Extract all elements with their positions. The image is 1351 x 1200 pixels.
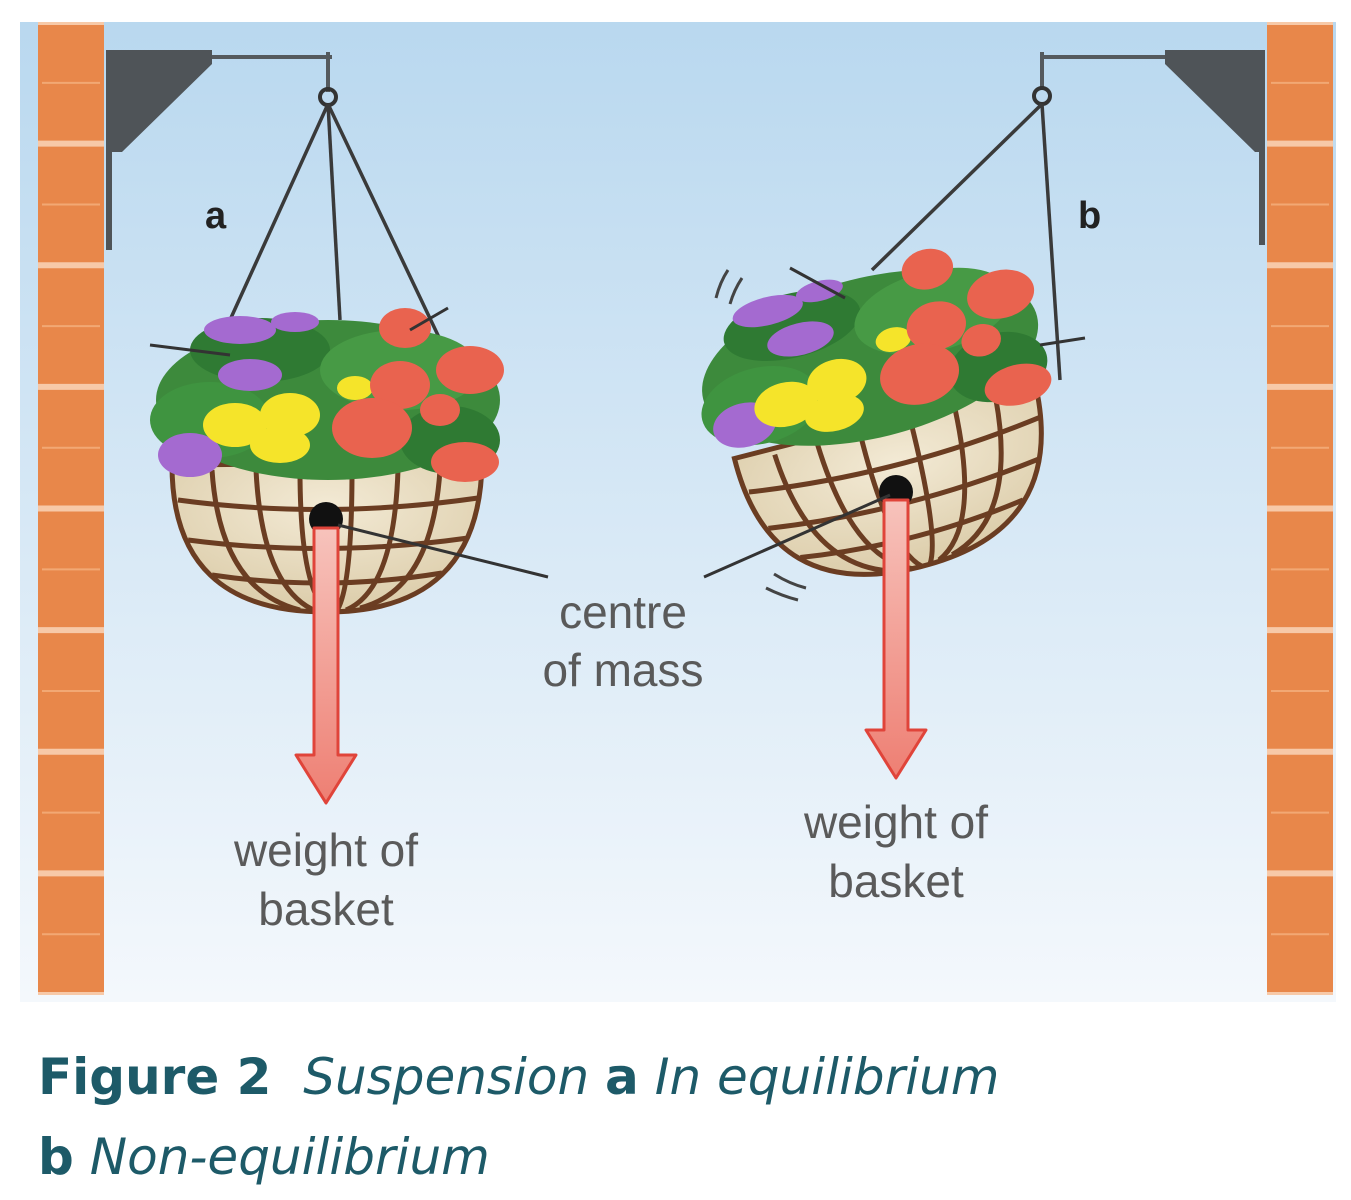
weight-label-b-line2: basket (828, 855, 964, 907)
weight-arrow-a (294, 526, 358, 805)
weight-label-a-line2: basket (258, 883, 394, 935)
figure-caption-line-1: Figure 2 Suspension a In equilibrium (38, 1052, 999, 1102)
caption-b-letter: b (38, 1128, 74, 1186)
figure-title: Suspension (303, 1048, 590, 1106)
hanging-basket-b (701, 102, 1086, 577)
centre-of-mass-leader-lines (337, 493, 891, 579)
figure-number: Figure 2 (38, 1048, 272, 1106)
suspension-figure: a b (20, 22, 1336, 1002)
weight-label-a: weight of basket (233, 824, 418, 935)
panel-a-letter: a (205, 195, 227, 237)
basket-a-flowers (149, 306, 504, 482)
swing-motion-marks (714, 269, 807, 602)
weight-label-a-line1: weight of (233, 824, 418, 876)
right-brick-wall (1267, 22, 1333, 995)
weight-label-b-line1: weight of (803, 796, 988, 848)
centre-of-mass-label: centre of mass (542, 586, 703, 696)
weight-label-b: weight of basket (803, 796, 988, 907)
basket-b-flowers (701, 248, 1052, 448)
figure-caption-line-2: b Non-equilibrium (38, 1132, 490, 1182)
caption-b-text: Non-equilibrium (89, 1128, 490, 1186)
weight-arrow-b (864, 498, 928, 780)
basket-a-chains (228, 103, 447, 351)
centre-of-mass-label-line2: of mass (542, 644, 703, 696)
panel-b-letter: b (1078, 195, 1101, 237)
basket-b-chains (870, 102, 1062, 381)
left-brick-wall (38, 22, 104, 995)
caption-a-text: In equilibrium (654, 1048, 1000, 1106)
centre-of-mass-label-line1: centre (559, 586, 687, 638)
caption-a-letter: a (605, 1048, 639, 1106)
hanging-basket-a (149, 103, 504, 615)
